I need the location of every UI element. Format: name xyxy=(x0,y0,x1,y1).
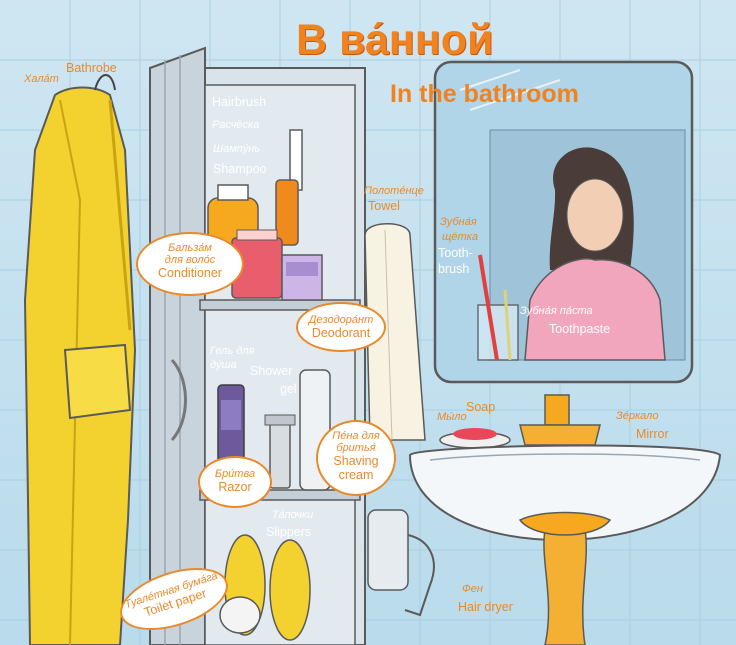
deodorant xyxy=(281,254,323,301)
title-english: In the bathroom xyxy=(390,80,579,108)
slippers-label-ru: Та́почки xyxy=(272,509,314,521)
razor-label-en: Razor xyxy=(218,480,252,494)
shower-gel-label-en1: Shower xyxy=(250,364,293,378)
mirror-label-en: Mirror xyxy=(636,427,669,441)
towel-label-ru: Полоте́нце xyxy=(364,185,424,197)
shaving-cream-label-ru1: Пе́на для xyxy=(332,430,380,442)
toothbrush-label-ru2: щётка xyxy=(442,231,478,243)
slippers-label-en: Slippers xyxy=(266,525,312,539)
deodorant-bubble: Дезодора́нт Deodorant xyxy=(296,302,386,352)
bathrobe-drawing xyxy=(23,74,137,645)
conditioner-label-ru1: Бальза́м xyxy=(168,242,212,254)
towel xyxy=(364,223,426,441)
bathrobe-label-en: Bathrobe xyxy=(66,61,117,75)
shaving-cream-label-ru2: бритья́ xyxy=(336,442,376,454)
hair-dryer-label-en: Hair dryer xyxy=(458,600,513,614)
conditioner-label-en: Conditioner xyxy=(158,266,222,280)
reflection-woman xyxy=(524,147,666,361)
toothbrush-label-en1: Tooth- xyxy=(438,246,473,260)
shower-gel-label-ru1: Гель для xyxy=(210,345,255,357)
hair-dryer-label-ru: Фен xyxy=(462,583,483,595)
shower-gel-label-ru2: ду́ша xyxy=(210,359,237,371)
shampoo-label-en: Shampoo xyxy=(213,162,267,176)
conditioner-bubble: Бальза́м для воло́с Conditioner xyxy=(136,232,244,296)
soap-label-ru: Мы́ло xyxy=(437,411,467,423)
bathrobe-label-ru: Хала́т xyxy=(24,73,59,85)
hairbrush xyxy=(275,129,303,246)
hairbrush-label-ru: Расчёска xyxy=(212,119,260,131)
soap-label-en: Soap xyxy=(466,400,496,414)
hairbrush-label-en: Hairbrush xyxy=(212,95,267,109)
conditioner-label-ru2: для воло́с xyxy=(164,254,216,266)
hair-dryer xyxy=(367,509,435,617)
razor xyxy=(264,414,296,489)
toothpaste-label-ru: Зубна́я па́ста xyxy=(520,305,593,317)
faucet xyxy=(519,394,601,446)
towel-label-en: Towel xyxy=(368,199,400,213)
sink xyxy=(408,444,722,645)
shaving-cream-bubble: Пе́на для бритья́ Shaving cream xyxy=(316,420,396,496)
shaving-cream-label-en1: Shaving xyxy=(333,454,379,468)
shampoo-label-ru: Шампу́нь xyxy=(213,143,261,155)
toothpaste-label-en: Toothpaste xyxy=(549,322,611,336)
razor-label-ru: Бри́тва xyxy=(214,468,256,480)
title-russian: В ва́нной xyxy=(296,16,494,64)
toothbrush-label-en2: brush xyxy=(438,262,470,276)
soap-dish xyxy=(439,428,511,449)
razor-bubble: Бри́тва Razor xyxy=(198,456,272,508)
toothbrush-cup xyxy=(477,254,519,361)
shower-gel-label-en2: gel xyxy=(280,382,297,396)
deodorant-label-en: Deodorant xyxy=(311,326,371,340)
mirror-label-ru: Зе́ркало xyxy=(616,410,659,422)
toothbrush-label-ru1: Зубна́я xyxy=(440,216,477,228)
shaving-cream-label-en2: cream xyxy=(338,468,374,482)
toilet-paper xyxy=(219,596,261,634)
deodorant-label-ru: Дезодора́нт xyxy=(308,314,374,326)
